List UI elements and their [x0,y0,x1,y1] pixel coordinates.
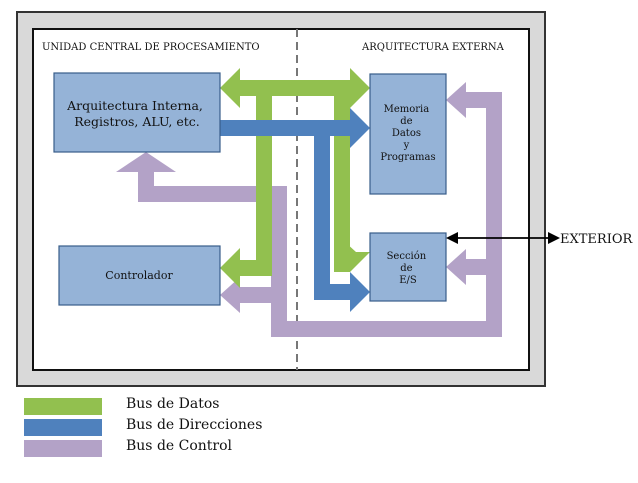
controller-block [58,245,221,306]
memory-line-5: Programas [380,152,435,163]
data-bus-overlay [334,136,350,260]
legend-label-control: Bus de Control [126,438,233,454]
internal-line-2: Registros, ALU, etc. [74,114,199,129]
memory-line-2: de [400,116,412,127]
address-bus [220,108,370,312]
cpu-section-title: UNIDAD CENTRAL DE PROCESAMIENTO [42,42,260,53]
controller-label: Controlador [105,269,173,282]
io-line-3: E/S [399,275,417,286]
io-line-1: Sección [387,251,427,262]
svg-text:Memoria de Datos y: Memoria de Datos y Programas [380,104,435,163]
memory-line-4: y [403,140,410,151]
exterior-label: EXTERIOR [560,232,633,247]
legend-label-address: Bus de Direcciones [126,417,263,433]
memory-line-3: Datos [392,128,421,139]
control-bus [116,82,502,337]
legend-swatch-control [24,440,102,457]
memory-line-1: Memoria [384,104,430,115]
memory-block [369,73,447,195]
legend-swatch-data [24,398,102,415]
svg-text:Arquitectura Interna, Regi: Arquitectura Interna, Registros, ALU, et… [66,98,207,129]
internal-architecture-block [53,72,221,153]
external-section-title: ARQUITECTURA EXTERNA [361,42,505,53]
svg-text:Sección de E/S: Sección de E/S [387,251,430,286]
exterior-link [446,232,560,244]
io-block [369,232,447,302]
io-line-2: de [400,263,412,274]
legend-swatch-address [24,419,102,436]
internal-line-1: Arquitectura Interna, [66,98,203,113]
legend-label-data: Bus de Datos [126,396,220,412]
